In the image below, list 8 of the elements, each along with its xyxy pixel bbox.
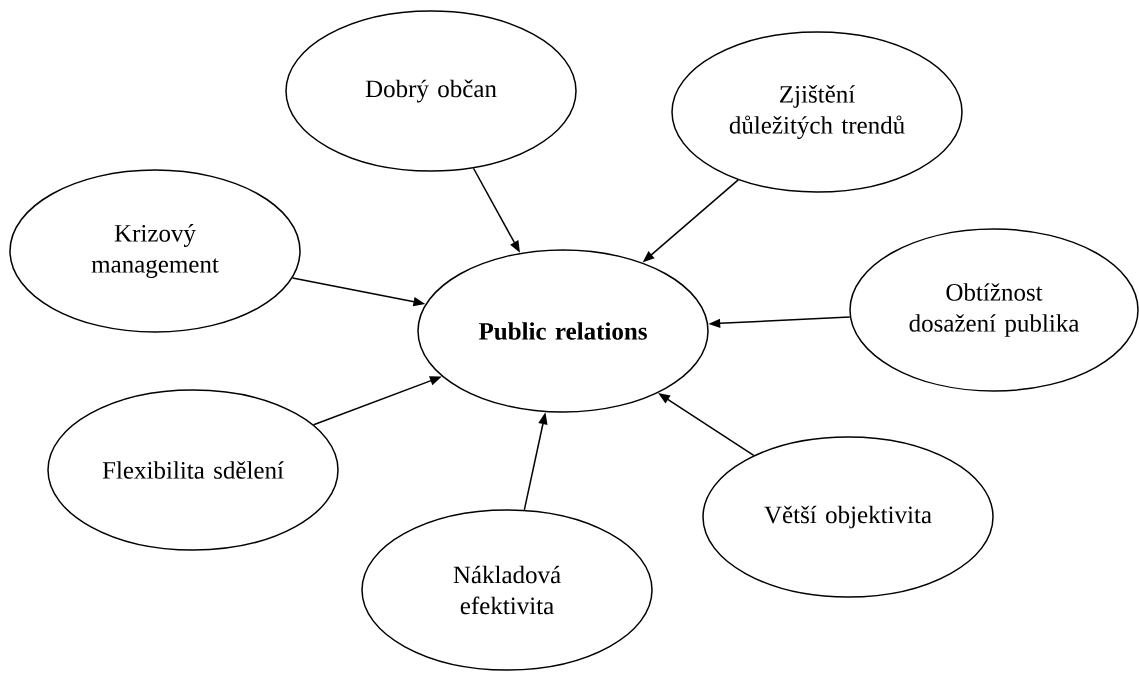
ellipse-node: Dobrý občan <box>285 10 577 172</box>
ellipse-node: Krizový management <box>9 169 301 333</box>
ellipse-node: Flexibilita sdělení <box>47 389 339 551</box>
ellipse-node: Zjištění důležitých trendů <box>671 31 963 193</box>
ellipse-node: Nákladová efektivita <box>361 509 653 671</box>
ellipse-node: Public relations <box>417 249 709 413</box>
ellipse-node: Obtížnost dosažení publika <box>849 228 1139 392</box>
ellipse-node: Větší objektivita <box>702 436 994 598</box>
